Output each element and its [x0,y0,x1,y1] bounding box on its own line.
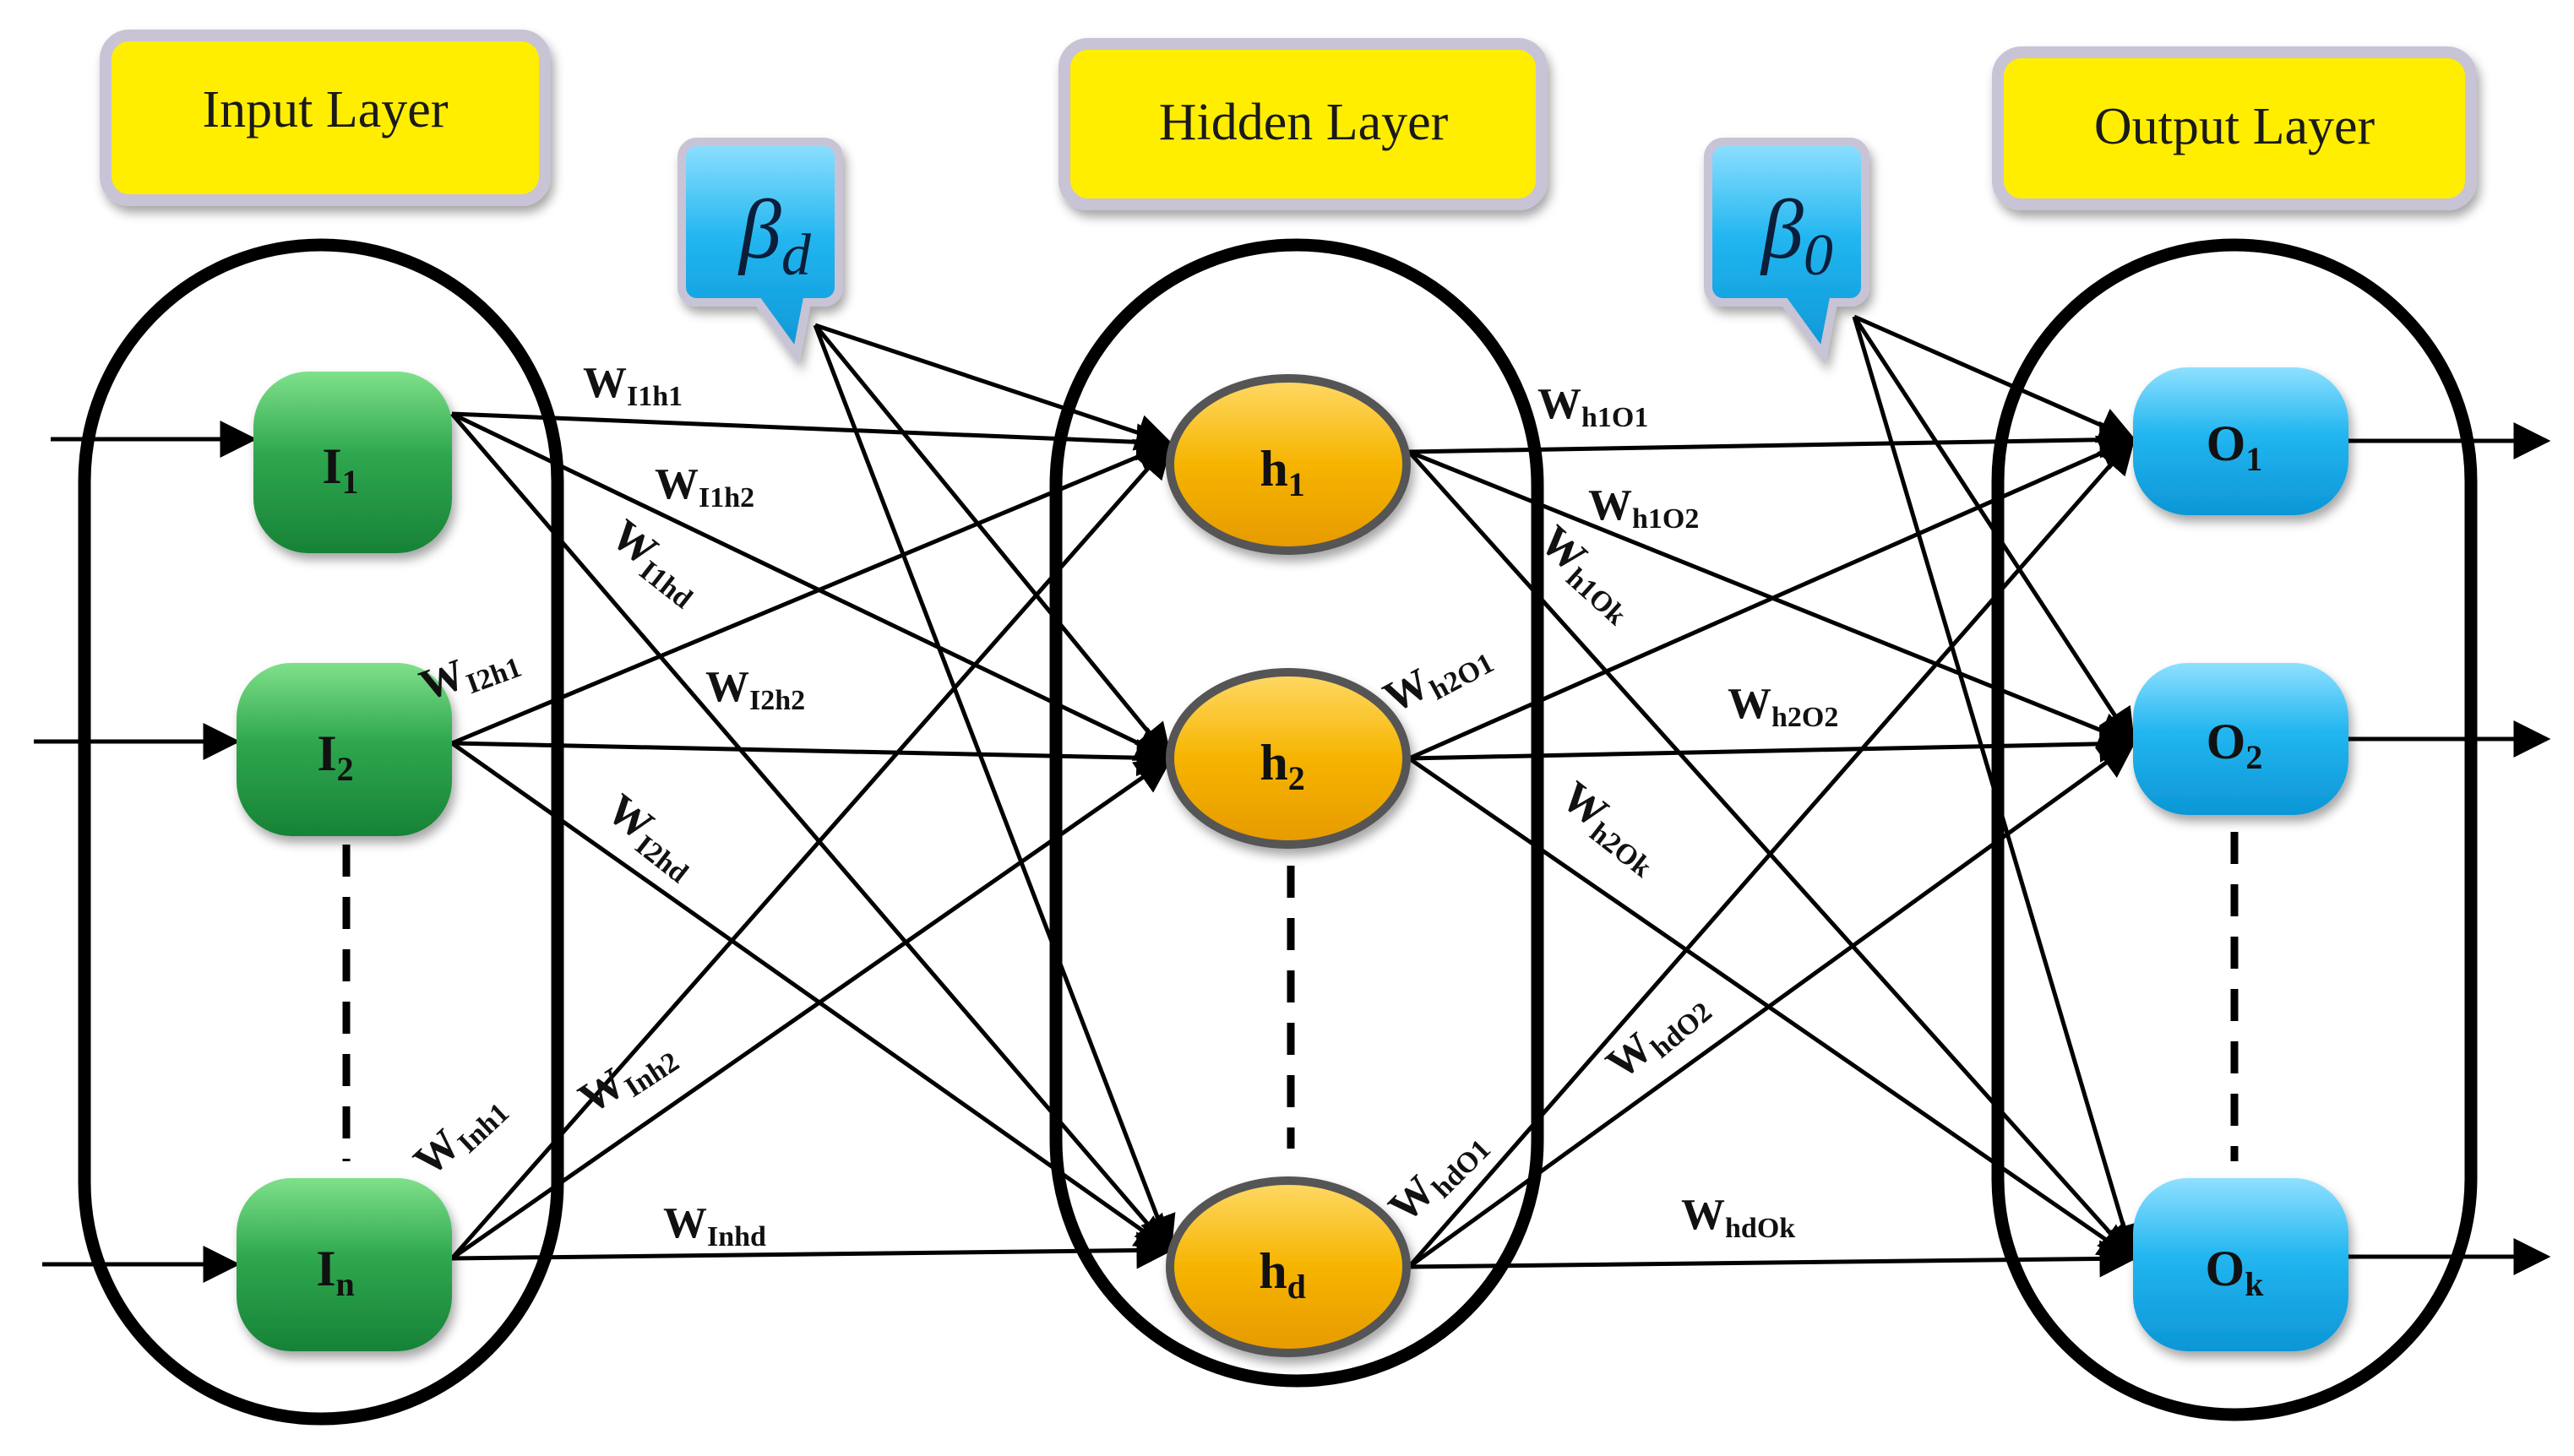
hidden-node-2: h2 [1166,668,1411,849]
connections [34,314,2551,1283]
edge-h2-o2 [1408,725,2137,763]
hidden-node-d-label: hd [1259,1243,1306,1306]
edge-hd-o1 [1407,436,2136,1269]
output-bias-box: β0 [1704,138,1869,366]
weight-label-i2hd: WI2hd [595,785,707,890]
bias-0-edge-o1 [1853,314,2137,443]
weight-label-i1h1: WI1h1 [583,359,683,412]
output-bias-label: β0 [1760,182,1833,288]
weight-label-i2h1: WI2h1 [414,631,526,715]
weight-label-i2h2: WI2h2 [705,663,805,716]
output-node-1-label: O1 [2207,416,2263,478]
output-layer-title-box: Output Layer [1992,46,2477,210]
output-node-1: O1 [2133,367,2348,515]
edge-i2-hd [450,741,1173,1252]
bias-d-edge-h1 [814,323,1174,451]
weight-label-h2o2: Wh2O2 [1728,680,1838,733]
input-layer-container [78,238,564,1426]
weight-label-i1hd: WI1hd [599,511,711,616]
output-node-2: O2 [2133,663,2348,815]
edge-in-h2 [450,756,1173,1261]
edge-i1-hd [450,412,1173,1253]
edge-i2-h1 [451,438,1174,746]
input-layer-title: Input Layer [203,81,449,139]
edge-in-h1 [450,440,1173,1260]
hidden-node-1: h1 [1166,374,1411,555]
hidden-bias-box: βd [678,138,843,366]
bias-d-edge-hd [813,324,1176,1254]
weight-label-h1o2: Wh1O2 [1588,481,1699,535]
hidden-layer-title: Hidden Layer [1159,94,1449,151]
hidden-node-1-label: h1 [1260,441,1304,503]
edge-h2-o1 [1407,435,2137,761]
edge-i1-h2 [450,411,1173,761]
bias-0-edge-ok [1852,316,2141,1263]
weight-label-h2o1: Wh2O1 [1376,628,1499,727]
weight-label-i1h2: WI1h2 [655,460,754,513]
weight-label-inhd: WInhd [663,1199,766,1252]
output-node-2-label: O2 [2207,714,2263,776]
input-node-n: In [237,1178,452,1351]
bias-0-edge-o2 [1852,315,2136,747]
edge-i2-h2 [451,739,1174,777]
input-node-1: I1 [253,372,452,553]
bias-d-edge-h2 [814,323,1173,762]
input-layer-title-box: Input Layer [100,30,551,206]
weight-label-hdo2: WhdO2 [1597,980,1718,1093]
edge-in-hd [451,1231,1174,1269]
input-node-n-label: In [316,1241,355,1303]
weight-label-hdok: WhdOk [1681,1191,1795,1244]
edge-i1-h1 [451,411,1174,461]
edge-h1-o1 [1408,421,2137,459]
hidden-layer-title-box: Hidden Layer [1058,38,1548,210]
output-node-k: Ok [2133,1178,2348,1351]
edge-hd-o2 [1407,741,2136,1269]
output-node-k-label: Ok [2206,1241,2265,1303]
edge-h2-ok [1407,756,2136,1261]
hidden-layer-container [1049,238,1544,1388]
weight-label-h1ok: Wh1Ok [1527,517,1646,632]
output-layer-title: Output Layer [2094,98,2375,155]
hidden-node-2-label: h2 [1260,735,1304,797]
input-node-2-label: I2 [317,725,353,788]
input-node-2: I2 [237,663,452,836]
weight-label-inh2: WInh2 [570,1028,684,1127]
hidden-node-d: hd [1166,1176,1411,1357]
weight-label-inh1: WInh1 [405,1081,515,1189]
input-node-1-label: I1 [322,438,358,501]
hidden-bias-label: βd [737,182,812,288]
output-layer-container [1991,238,2478,1421]
edge-hd-ok [1408,1240,2137,1278]
weight-label-h1o1: Wh1O1 [1537,380,1648,433]
